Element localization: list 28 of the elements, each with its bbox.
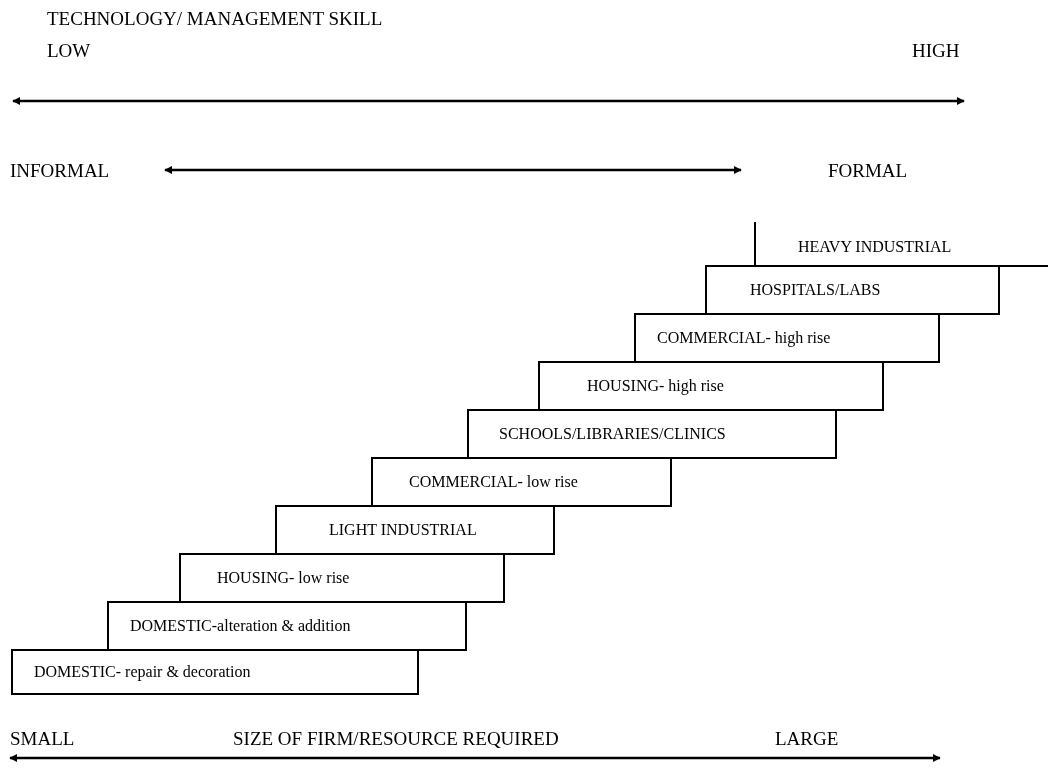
axis-label: LARGE bbox=[775, 729, 839, 748]
step-label: SCHOOLS/LIBRARIES/CLINICS bbox=[499, 425, 726, 443]
step-label: DOMESTIC- repair & decoration bbox=[34, 663, 251, 681]
stair-step-box bbox=[538, 361, 884, 411]
axis-label: INFORMAL bbox=[10, 161, 110, 180]
stair-step-box bbox=[705, 265, 1000, 315]
stair-step-box bbox=[754, 222, 1048, 267]
stair-step-box bbox=[179, 553, 505, 603]
axis-title: TECHNOLOGY/ MANAGEMENT SKILL bbox=[47, 8, 383, 30]
axis-label: FORMAL bbox=[828, 161, 908, 180]
stair-step-box bbox=[634, 313, 940, 363]
stair-step-box bbox=[107, 601, 467, 651]
step-label: HOUSING- low rise bbox=[217, 569, 350, 587]
stair-step-box bbox=[371, 457, 672, 507]
step-label: LIGHT INDUSTRIAL bbox=[329, 521, 477, 539]
step-label: HOUSING- high rise bbox=[587, 377, 724, 395]
step-label: HOSPITALS/LABS bbox=[750, 281, 881, 299]
stair-step-box bbox=[275, 505, 555, 555]
step-label: HEAVY INDUSTRIAL bbox=[798, 237, 952, 256]
stair-step-box bbox=[11, 649, 419, 695]
axis-label: SIZE OF FIRM/RESOURCE REQUIRED bbox=[233, 729, 559, 748]
axis-label: SMALL bbox=[10, 729, 75, 748]
step-label: COMMERCIAL- high rise bbox=[657, 329, 831, 347]
step-label: DOMESTIC-alteration & addition bbox=[130, 617, 351, 635]
stair-step-box bbox=[467, 409, 837, 459]
step-label: COMMERCIAL- low rise bbox=[409, 473, 578, 491]
axis-label: HIGH bbox=[912, 41, 960, 60]
axis-label: LOW bbox=[47, 41, 91, 60]
